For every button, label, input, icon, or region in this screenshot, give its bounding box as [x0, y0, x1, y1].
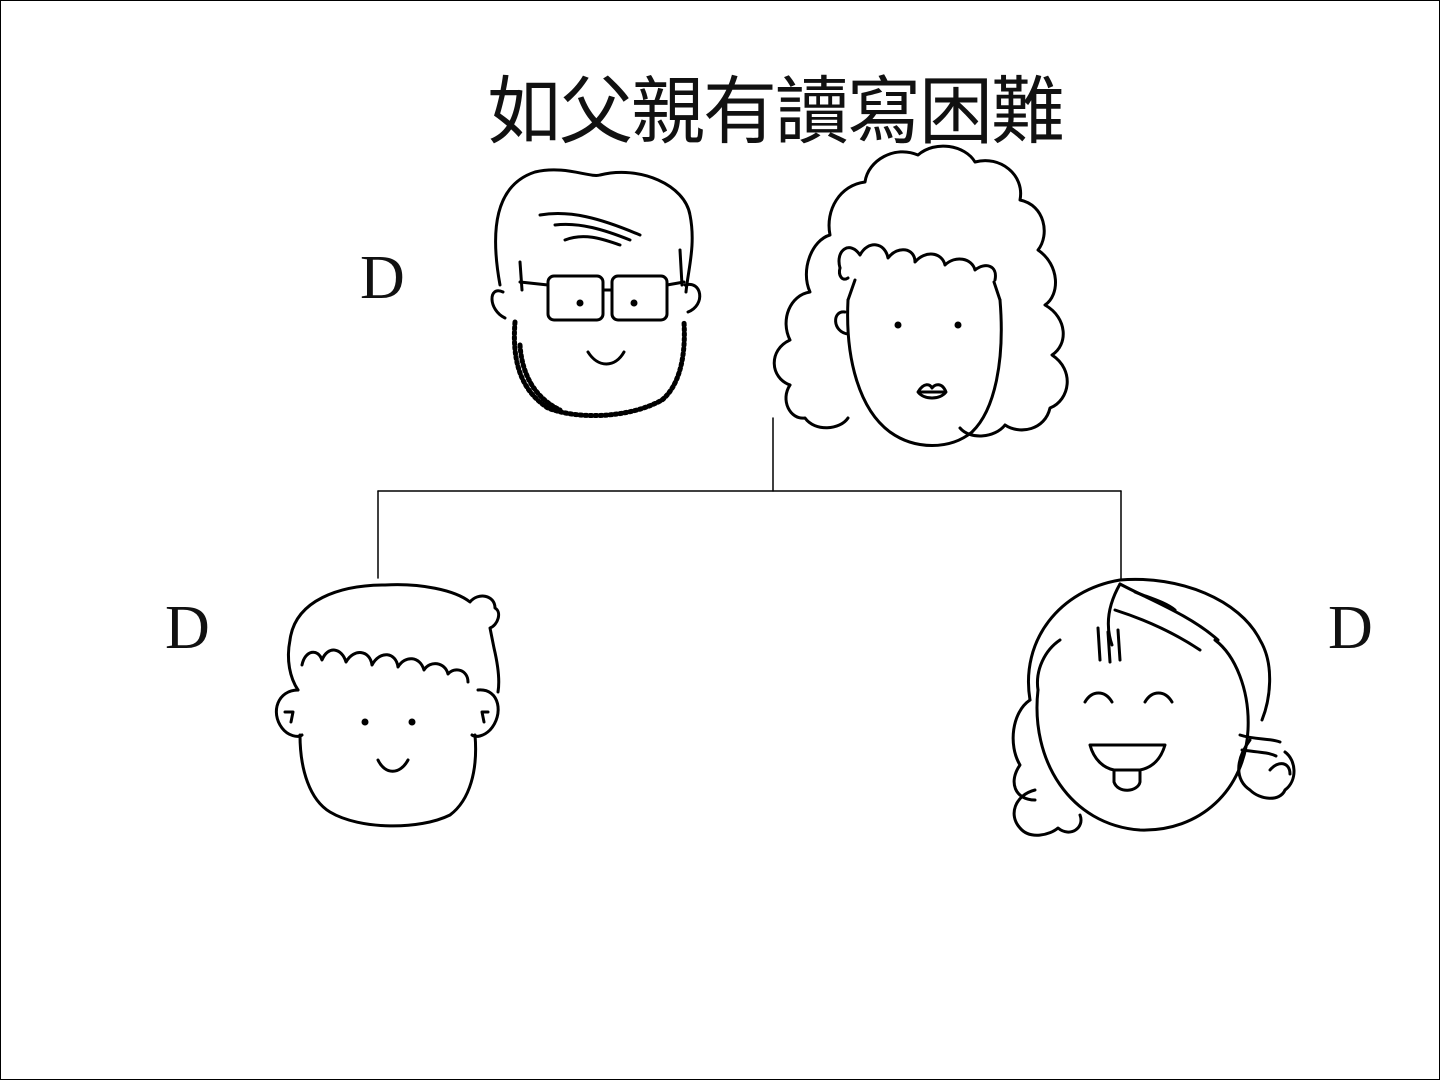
father-face [490, 168, 702, 419]
mother-face [772, 144, 1069, 447]
son-dyslexia-label: D [165, 594, 210, 662]
daughter-dyslexia-label: D [1328, 594, 1373, 662]
father-dyslexia-label: D [360, 244, 405, 312]
son-face [275, 583, 501, 828]
pedigree-lines [377, 417, 1122, 581]
page-title: 如父親有讀寫困難 [487, 69, 1065, 155]
daughter-face [1011, 577, 1296, 837]
